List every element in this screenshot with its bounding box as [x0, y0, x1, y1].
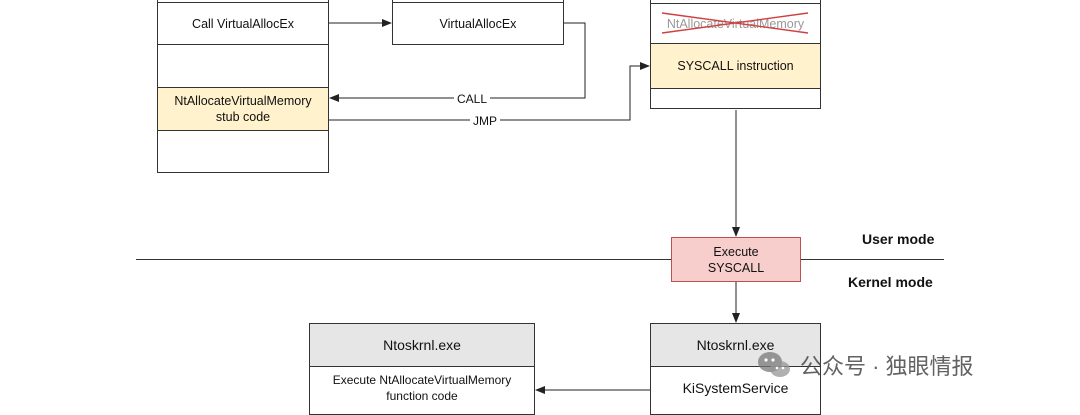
left-divider-1 — [157, 44, 329, 45]
left-column-box — [157, 0, 329, 173]
cross-line-b — [661, 12, 809, 34]
kernel-mode-label: Kernel mode — [848, 274, 933, 290]
syscall-instruction-cell: SYSCALL instruction — [651, 44, 820, 88]
watermark: 公众号 · 独眼情报 — [756, 349, 974, 381]
nt-stub-label-2: stub code — [215, 110, 271, 124]
syscall-instruction-label: SYSCALL instruction — [677, 59, 794, 73]
execute-nt-function-cell: Execute NtAllocateVirtualMemory function… — [310, 370, 534, 406]
middle-divider-top — [392, 2, 564, 3]
ntoskrnl-right-divider — [650, 366, 821, 367]
wechat-icon — [756, 350, 792, 380]
nt-stub-cell: NtAllocateVirtualMemory stub code — [158, 88, 328, 130]
mode-boundary-line — [136, 259, 944, 260]
execute-nt-function-line1: Execute NtAllocateVirtualMemory — [332, 373, 512, 387]
kisystemservice-cell: KiSystemService — [651, 367, 820, 409]
ntoskrnl-left-header-label: Ntoskrnl.exe — [383, 337, 461, 353]
right-divider-2 — [650, 88, 821, 89]
virtualallocex-label: VirtualAllocEx — [439, 16, 517, 31]
virtualallocex-box: VirtualAllocEx — [392, 0, 564, 45]
edge-label-jmp: JMP — [470, 114, 500, 128]
left-divider-top — [157, 2, 329, 3]
ntoskrnl-right-header: Ntoskrnl.exe — [651, 324, 820, 366]
execute-syscall-line2: SYSCALL — [707, 260, 765, 275]
left-divider-2 — [157, 87, 329, 88]
arrow-call-edge — [329, 22, 586, 102]
kisystemservice-label: KiSystemService — [682, 380, 789, 396]
nt-stub-label-1: NtAllocateVirtualMemory — [174, 94, 312, 108]
call-virtualallocex-label: Call VirtualAllocEx — [192, 16, 294, 31]
ntoskrnl-left-header: Ntoskrnl.exe — [310, 324, 534, 366]
execute-syscall-line1: Execute — [713, 244, 759, 259]
edge-label-call: CALL — [454, 92, 491, 106]
ntoskrnl-left-divider — [309, 366, 535, 367]
left-divider-3 — [157, 130, 329, 131]
user-mode-label: User mode — [862, 231, 935, 247]
right-divider-1 — [650, 43, 821, 44]
ntoskrnl-right-header-label: Ntoskrnl.exe — [696, 337, 775, 353]
watermark-text: 公众号 · 独眼情报 — [800, 354, 974, 379]
execute-nt-function-line2: function code — [386, 389, 458, 403]
call-virtualallocex-cell: Call VirtualAllocEx — [158, 3, 328, 44]
execute-syscall-box: Execute SYSCALL — [671, 237, 801, 282]
right-divider-top — [650, 3, 821, 4]
